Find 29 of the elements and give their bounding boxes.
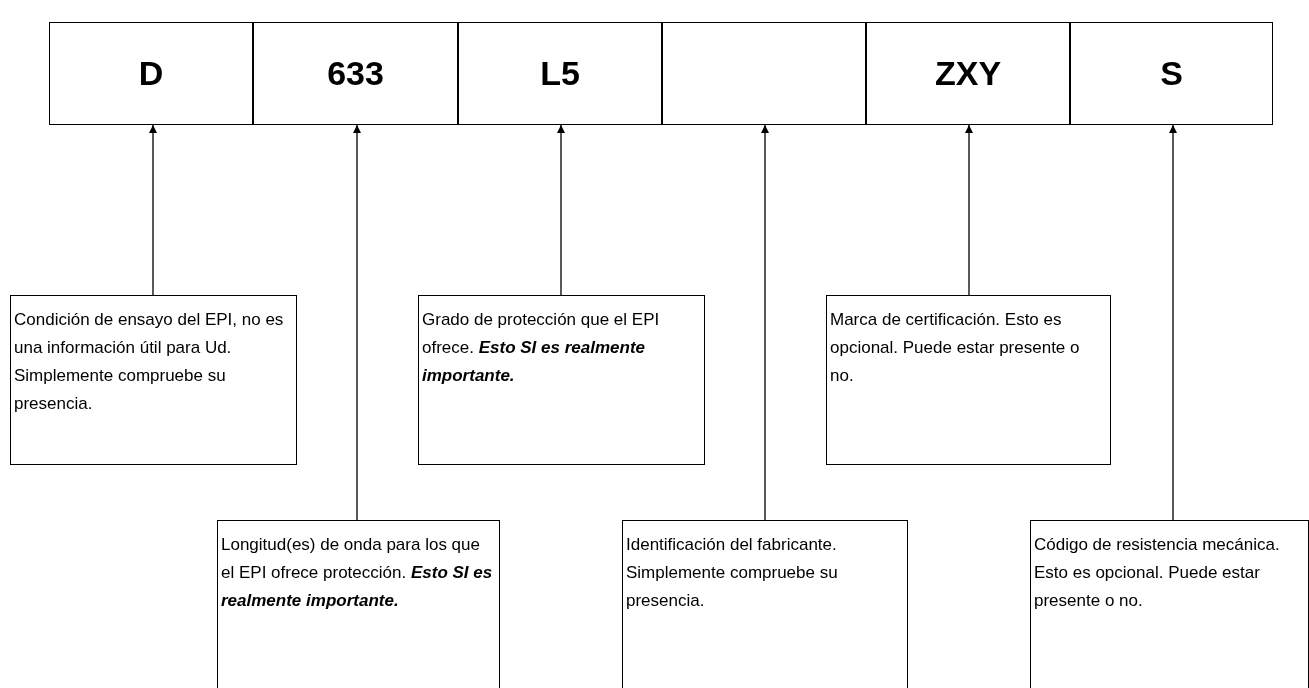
description-box <box>10 295 297 465</box>
marking-cell <box>458 22 662 125</box>
marking-cell <box>253 22 458 125</box>
arrow <box>353 124 361 521</box>
description-text: Marca de certificación. Esto es opcional. Puede estar presente o no. <box>830 309 1081 387</box>
marking-cell <box>662 22 866 125</box>
description-text: Grado de protección que el EPI ofrece. Esto SI es realmente importante. <box>422 309 661 387</box>
marking-code: D <box>138 54 164 93</box>
description-text: Identificación del fabricante. Simplemente compruebe su presencia. <box>626 534 839 612</box>
marking-cell <box>866 22 1070 125</box>
description-text: Código de resistencia mecánica. Esto es opcional. Puede estar presente o no. <box>1034 534 1281 612</box>
description-box <box>826 295 1111 465</box>
arrow <box>1169 124 1177 521</box>
marking-code: S <box>1160 54 1183 93</box>
description-box <box>1030 520 1309 688</box>
arrow <box>761 124 769 521</box>
marking-code: ZXY <box>934 54 1002 93</box>
description-text: Condición de ensayo del EPI, no es una información útil para Ud. Simplemente compruebe su presencia. <box>14 309 285 415</box>
description-text: Longitud(es) de onda para los que el EPI ofrece protección. Esto SI es realmente importante. <box>221 534 494 612</box>
marking-code: L5 <box>540 54 580 93</box>
description-box <box>217 520 500 688</box>
description-box <box>622 520 908 688</box>
marking-cell <box>1070 22 1273 125</box>
arrow <box>149 124 157 296</box>
arrow <box>557 124 565 296</box>
description-box <box>418 295 705 465</box>
arrow <box>965 124 973 296</box>
marking-code: 633 <box>327 54 384 93</box>
marking-cell <box>49 22 253 125</box>
